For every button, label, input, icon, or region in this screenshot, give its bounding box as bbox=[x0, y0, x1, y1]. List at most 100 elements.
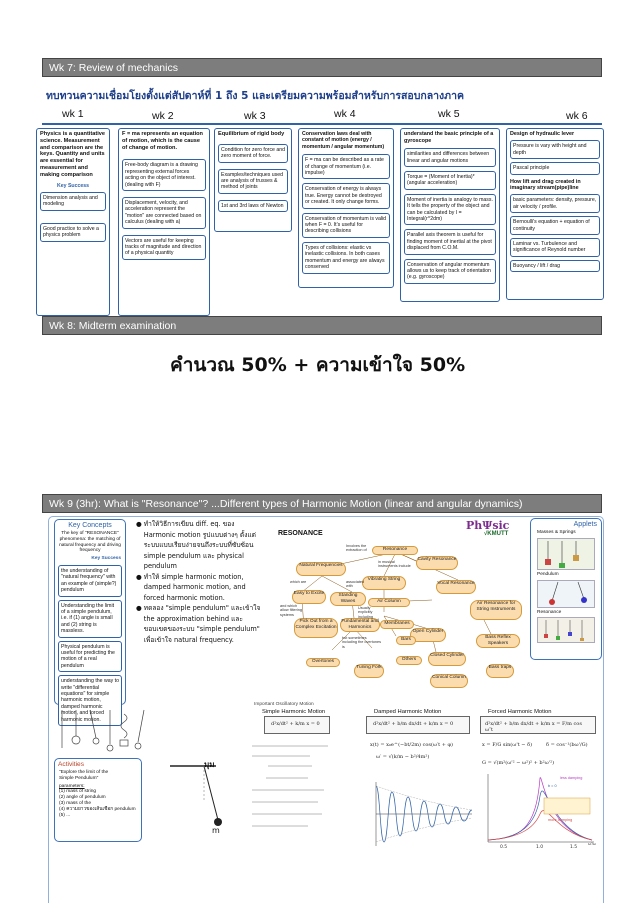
map-note: in musical instruments include bbox=[378, 560, 411, 569]
objective-text: ทดลอง "simple pendulum" และเข้าใจ the ap… bbox=[143, 604, 261, 644]
applets-title: Applets bbox=[573, 521, 597, 528]
wk5-column: understand the basic principle of a gyro… bbox=[400, 128, 500, 302]
wk5-angular-momentum: Conservation of angular momentum allows … bbox=[404, 258, 496, 284]
wk6-pressure: Pressure is vary with height and depth bbox=[510, 140, 600, 160]
wk3-condition: Condition for zero force and zero moment… bbox=[218, 143, 288, 163]
svg-text:0.5: 0.5 bbox=[500, 844, 507, 850]
applet-resonance[interactable]: Resonance bbox=[537, 609, 562, 615]
wk3-examples: Examples/techniques used are analysis of… bbox=[218, 168, 288, 194]
activities-text: "Explore the limit of the Simple Pendulu… bbox=[59, 770, 109, 781]
sketch-diagrams bbox=[61, 709, 145, 752]
pendulum-mass-label: m bbox=[212, 826, 220, 835]
node-closed-cylinder: Closed Cylinder bbox=[428, 652, 466, 666]
wk2-vectors: Vectors are useful for keeping tracks of… bbox=[122, 234, 206, 260]
activities-title: Activities bbox=[58, 761, 85, 768]
pendulum-thumbnail[interactable] bbox=[537, 579, 595, 608]
resonance-thumbnail[interactable] bbox=[537, 617, 595, 644]
wk4-energy: Conservation of energy is always true. E… bbox=[302, 183, 390, 209]
node-cavity: Cavity Resonance bbox=[416, 556, 458, 570]
wk2-fbd: Free-body diagram is a drawing represent… bbox=[122, 159, 206, 192]
node-natural-frequencies: Natural Frequencies bbox=[296, 562, 346, 576]
activity-param: (4) ความยาวของเส้นเชือก pendulum bbox=[59, 806, 136, 812]
wk2-main: F = ma represents an equation of motion,… bbox=[122, 131, 203, 151]
key-concept-item: Understanding the limit of a simple pend… bbox=[58, 599, 122, 638]
forced-phase: δ = cos⁻¹(bω'/G) bbox=[546, 742, 588, 748]
wk6-bernoulli: Bernoulli's equation + equation of conti… bbox=[510, 216, 600, 236]
wk4-momentum: Conservation of momentum is valid when F… bbox=[302, 212, 390, 238]
derivation-notes bbox=[252, 745, 328, 827]
key-concepts-panel: Key Concepts The key of "RESONANCE" phen… bbox=[54, 519, 126, 727]
activity-param: (3) mass of the bbox=[59, 800, 91, 806]
node-open-cylinder: Open Cylinder bbox=[410, 628, 446, 642]
wk1-main: Physics is a quantitative science. Measu… bbox=[40, 131, 105, 178]
wk6-params: basic parameters: density, pressure, air… bbox=[510, 194, 600, 214]
pendulum-angle-label: มุม bbox=[204, 760, 215, 769]
wk6-column: Design of hydraulic lever Pressure is va… bbox=[506, 128, 604, 300]
key-concept-item: Physical pendulum is useful for predicti… bbox=[58, 640, 122, 673]
wk6-pascal: Pascal principle bbox=[510, 162, 600, 175]
node-membranes: Membranes bbox=[380, 620, 414, 629]
wk3-main: Equilibrium of rigid body bbox=[218, 131, 285, 137]
map-note: Involves the extraction of bbox=[346, 544, 367, 553]
physic-logo: PhΨsic bbox=[466, 519, 510, 532]
spring-icon bbox=[545, 540, 579, 568]
plot-legend: more damping bbox=[548, 818, 573, 822]
node-bass-traps: Bass traps bbox=[486, 664, 514, 678]
forced-amplitude-g: G = √(m²(ω'² − ω²)² + b²ω'²) bbox=[482, 760, 555, 766]
damped-oscillation-plot bbox=[375, 782, 473, 846]
wk4-impulse: F = ma can be described as a rate of cha… bbox=[302, 154, 390, 180]
wk2-kinematics: Displacement, velocity, and acceleration… bbox=[122, 197, 206, 229]
wk2-label: wk 2 bbox=[152, 110, 174, 122]
wk5-inertia: Moment of inertia is analogy to mass. It… bbox=[404, 193, 496, 226]
node-tuning-fork: Tuning Fork bbox=[354, 664, 384, 678]
week9-panel bbox=[48, 516, 604, 903]
wk6-main2: How lift and drag created in imaginary s… bbox=[510, 178, 581, 192]
damped-solution: x(t) = x₀e^(−bt/2m) cos(ω′t + φ) ω′ = √(… bbox=[370, 742, 453, 760]
wk5-parallel-axis: Parallel axis theorem is useful for find… bbox=[404, 229, 496, 255]
node-standing-waves: Standing Waves bbox=[330, 592, 366, 606]
simple-harmonic-derivation bbox=[248, 738, 340, 838]
forced-harmonic-title: Forced Harmonic Motion bbox=[488, 709, 552, 715]
activities-params-title: parameters: bbox=[59, 783, 85, 789]
week8-header: Wk 8: Midterm examination bbox=[42, 316, 602, 335]
damped-harmonic-equation: d²x/dt² + b/m dx/dt + k/m x = 0 bbox=[366, 716, 470, 734]
node-conical: Conical Column bbox=[430, 674, 468, 688]
node-bass-reflex: Bass Reflex Speakers bbox=[476, 634, 520, 648]
node-easy-excite: Easy to Excite bbox=[292, 590, 326, 604]
wk1-column: Physics is a quantitative science. Measu… bbox=[36, 128, 110, 316]
oscillation-caption: Important Oscillatory Motion bbox=[254, 702, 314, 707]
map-note: and which allow filtering systems bbox=[280, 604, 302, 617]
wk5-torque: Torque = (Moment of Inertia)*(angular ac… bbox=[404, 171, 496, 190]
pendulum-applet-icon bbox=[549, 581, 587, 605]
svg-text:1.5: 1.5 bbox=[570, 844, 577, 850]
wk4-label: wk 4 bbox=[334, 108, 356, 120]
map-note: Usually explicitly including bbox=[358, 606, 373, 619]
plot-xlabel: ω'/ω bbox=[588, 842, 596, 846]
wk6-laminar: Laminar vs. Turbulence and significance … bbox=[510, 238, 600, 257]
wk1-label: wk 1 bbox=[62, 108, 84, 120]
key-concept-item: the understanding of "natural frequency"… bbox=[58, 564, 122, 597]
pendulum-sketch bbox=[170, 765, 222, 826]
masses-springs-thumbnail[interactable] bbox=[537, 537, 595, 570]
key-concepts-intro: The key of "RESONANCE" phenomena: the ma… bbox=[59, 531, 121, 554]
resonance-applet-icon bbox=[544, 620, 584, 642]
wk6-buoyancy: Buoyancy / lift / drag bbox=[510, 259, 600, 273]
review-title: ทบทวนความเชื่อมโยงตั้งแต่สัปดาห์ที่ 1 ถึ… bbox=[46, 90, 465, 102]
activity-param: (2) angle of pendulum bbox=[59, 795, 106, 801]
objective-item: ●ทำให้วิธีการเขียน diff. eq. ของ Harmoni… bbox=[136, 519, 264, 572]
simple-harmonic-title: Simple Harmonic Motion bbox=[262, 709, 326, 715]
map-note: which are bbox=[290, 580, 307, 584]
kmutt-logo: √KMUTT bbox=[484, 531, 509, 537]
activity-param: (1) mass of string bbox=[59, 789, 97, 795]
wk3-column: Equilibrium of rigid body Condition for … bbox=[214, 128, 292, 232]
objective-text: ทำให้วิธีการเขียน diff. eq. ของ Harmonic… bbox=[143, 520, 256, 570]
key-concept-item: understanding the way to write "differen… bbox=[58, 675, 122, 727]
wk5-main: understand the basic principle of a gyro… bbox=[404, 131, 494, 144]
week9-header: Wk 9 (3hr): What is "Resonance"? ...Diff… bbox=[42, 494, 602, 513]
applet-pendulum[interactable]: Pendulum bbox=[537, 571, 559, 577]
node-air-column: Air Column bbox=[368, 598, 410, 607]
midterm-ratio: คำนวณ 50% + ความเข้าใจ 50% bbox=[170, 354, 466, 376]
applet-masses-springs[interactable]: Masses & Springs bbox=[537, 530, 576, 535]
activity-param: (5) ... bbox=[59, 812, 71, 818]
